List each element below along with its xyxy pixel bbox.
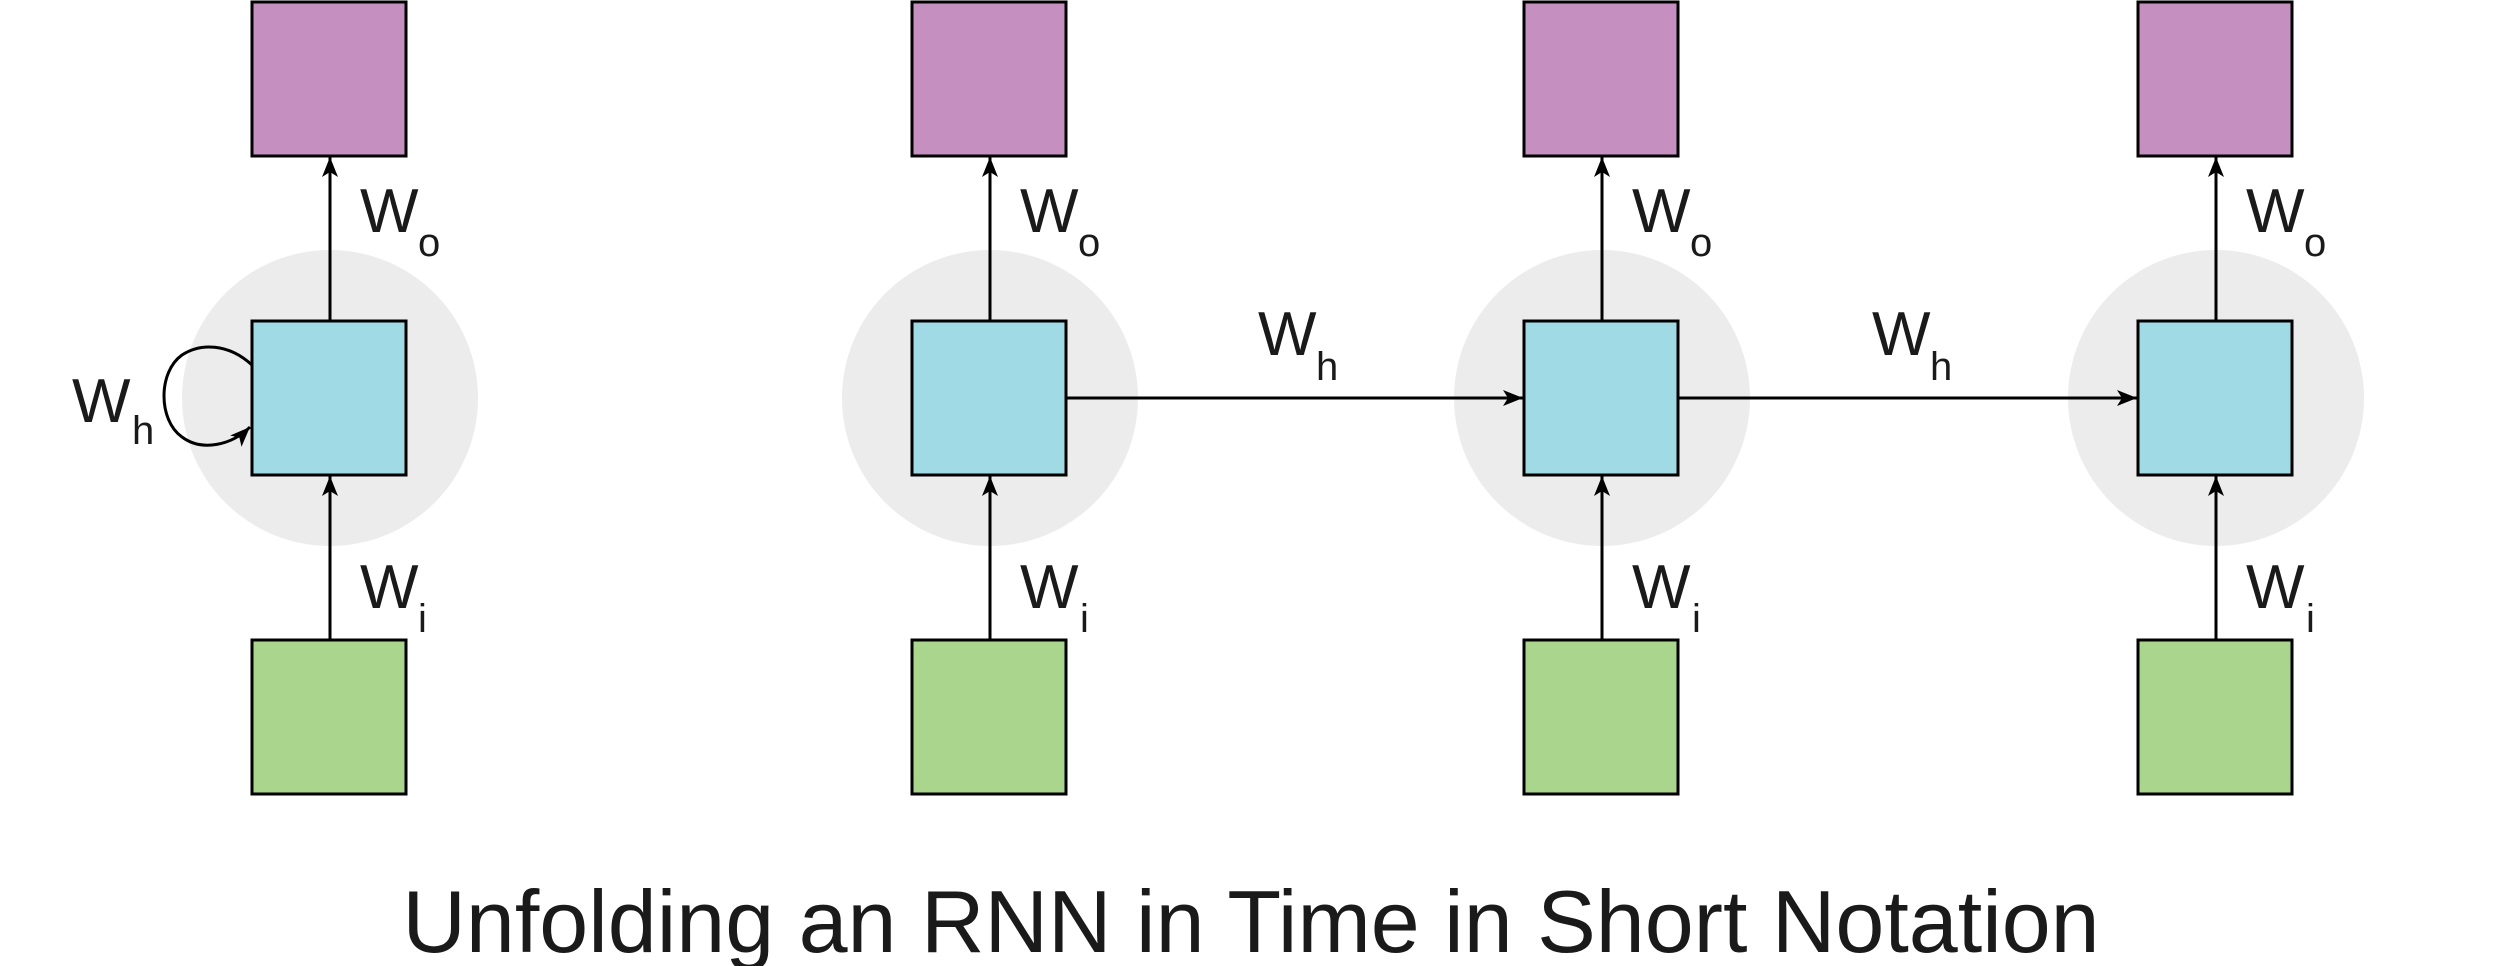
hidden-weight-label: W h bbox=[1258, 300, 1338, 389]
output-weight-label: W o bbox=[1632, 177, 1712, 265]
input-weight-label: W i bbox=[1020, 553, 1089, 641]
input-weight-label: W i bbox=[2246, 553, 2315, 641]
folded-rnn: W o W i W h bbox=[72, 0, 478, 796]
output-node bbox=[2136, 0, 2294, 158]
svg-text:W: W bbox=[1020, 177, 1079, 246]
recurrent-weight-label: W h bbox=[72, 367, 154, 453]
svg-text:W: W bbox=[1632, 177, 1691, 246]
recurrent-loop-arrow bbox=[162, 345, 254, 447]
hidden-node bbox=[910, 319, 1068, 477]
hidden-node bbox=[2136, 319, 2294, 477]
input-weight-label: W i bbox=[360, 553, 427, 641]
svg-text:o: o bbox=[418, 221, 440, 265]
unfolded-step-3: W o W i bbox=[2068, 0, 2364, 796]
svg-text:o: o bbox=[1690, 221, 1712, 265]
output-weight-label: W o bbox=[360, 177, 440, 265]
svg-text:h: h bbox=[1316, 345, 1338, 389]
svg-text:W: W bbox=[2246, 553, 2305, 622]
input-node bbox=[1522, 638, 1680, 796]
svg-text:o: o bbox=[1078, 221, 1100, 265]
output-weight-label: W o bbox=[2246, 177, 2326, 265]
svg-text:i: i bbox=[1080, 597, 1089, 641]
svg-text:W: W bbox=[360, 553, 419, 622]
output-weight-label: W o bbox=[1020, 177, 1100, 265]
input-node bbox=[2136, 638, 2294, 796]
svg-text:h: h bbox=[1930, 345, 1952, 389]
hidden-node bbox=[1522, 319, 1680, 477]
input-node bbox=[910, 638, 1068, 796]
svg-text:W: W bbox=[1632, 553, 1691, 622]
svg-text:W: W bbox=[1258, 300, 1317, 369]
unfolded-step-1: W o W i bbox=[842, 0, 1138, 796]
recurrent-connection-2-3: W h bbox=[1678, 300, 2137, 406]
svg-text:h: h bbox=[132, 409, 154, 453]
output-node bbox=[250, 0, 408, 158]
svg-text:o: o bbox=[2304, 221, 2326, 265]
svg-text:i: i bbox=[2306, 597, 2315, 641]
hidden-weight-label: W h bbox=[1872, 300, 1952, 389]
input-weight-label: W i bbox=[1632, 553, 1701, 641]
svg-text:i: i bbox=[418, 597, 427, 641]
svg-text:W: W bbox=[360, 177, 419, 246]
svg-text:W: W bbox=[2246, 177, 2305, 246]
diagram-title: Unfolding an RNN in Time in Short Notati… bbox=[402, 872, 2099, 966]
svg-text:W: W bbox=[1020, 553, 1079, 622]
output-node bbox=[1522, 0, 1680, 158]
svg-text:W: W bbox=[1872, 300, 1931, 369]
output-node bbox=[910, 0, 1068, 158]
input-node bbox=[250, 638, 408, 796]
svg-text:i: i bbox=[1692, 597, 1701, 641]
recurrent-connection-1-2: W h bbox=[1066, 300, 1523, 406]
hidden-node bbox=[250, 319, 408, 477]
svg-text:W: W bbox=[72, 367, 131, 436]
